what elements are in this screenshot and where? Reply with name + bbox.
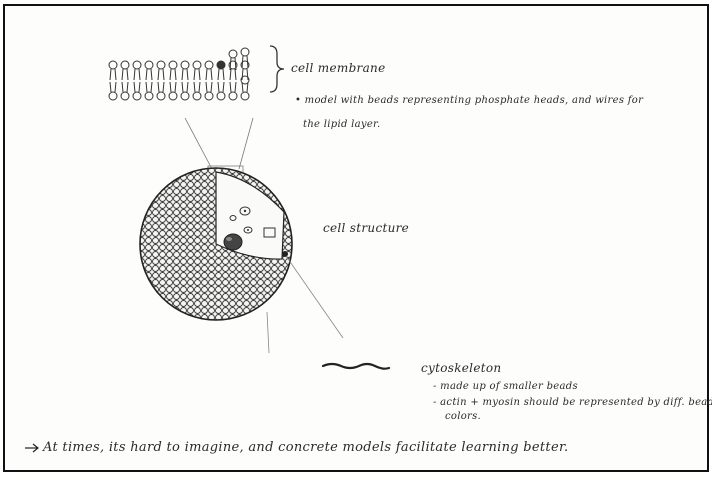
phospholipid-molecule-part <box>110 82 116 92</box>
phospholipid-molecule-part <box>206 82 212 92</box>
cytoskeleton-note-line-3: colors. <box>445 411 481 422</box>
phospholipid-molecule-part <box>134 69 140 80</box>
phospholipid-molecule-part <box>133 61 141 69</box>
phospholipid-molecule-part <box>133 92 141 100</box>
phospholipid-molecule-part <box>169 61 177 69</box>
phospholipid-molecule-part <box>122 69 128 80</box>
phospholipid-molecule-part <box>110 69 116 80</box>
phospholipid-molecule-part <box>158 69 164 80</box>
cytoskeleton-note-line-1: - made up of smaller beads <box>433 381 578 392</box>
phospholipid-molecule-part <box>229 92 237 100</box>
phospholipid-molecule-part <box>181 61 189 69</box>
phospholipid-molecule-part <box>217 92 225 100</box>
conclusion-text: At times, its hard to imagine, and concr… <box>43 440 568 455</box>
phospholipid-molecule-part <box>230 82 236 92</box>
phospholipid-molecule-part <box>157 61 165 69</box>
phospholipid-molecule-part <box>182 82 188 92</box>
phospholipid-molecule-part <box>230 69 236 80</box>
phospholipid-molecule-part <box>169 92 177 100</box>
phospholipid-molecule-part <box>194 82 200 92</box>
phospholipid-molecule-part <box>121 61 129 69</box>
phospholipid-molecule-part <box>134 82 140 92</box>
phospholipid-molecule-part <box>194 69 200 80</box>
phospholipid-molecule-part <box>241 92 249 100</box>
phospholipid-molecule-part <box>241 48 249 56</box>
phospholipid-molecule-part <box>242 56 248 68</box>
phospholipid-molecule-part <box>121 92 129 100</box>
phospholipid-molecule-part <box>217 61 225 69</box>
membrane-note-line-2: the lipid layer. <box>303 119 381 130</box>
phospholipid-molecule-part <box>242 69 248 80</box>
phospholipid-molecule-part <box>170 69 176 80</box>
phospholipid-molecule-part <box>205 92 213 100</box>
sketch-page: cell membrane • model with beads represe… <box>3 4 709 472</box>
phospholipid-bilayer-sketch <box>109 48 249 100</box>
membrane-note-line-1: • model with beads representing phosphat… <box>295 95 643 106</box>
cell-sphere <box>140 168 292 320</box>
phospholipid-molecule-part <box>145 61 153 69</box>
cytoskeleton-filament-sketch <box>323 364 389 369</box>
phospholipid-molecule-part <box>206 69 212 80</box>
label-cell-membrane: cell membrane <box>291 62 385 75</box>
zoom-guide-lines <box>185 118 253 172</box>
phospholipid-molecule-part <box>146 69 152 80</box>
phospholipid-molecule-part <box>218 69 224 80</box>
label-cytoskeleton: cytoskeleton <box>421 362 501 375</box>
label-cell-structure: cell structure <box>323 222 409 235</box>
phospholipid-molecule-part <box>218 82 224 92</box>
phospholipid-molecule-part <box>170 82 176 92</box>
curly-brace-icon <box>270 46 284 92</box>
phospholipid-molecule-part <box>109 92 117 100</box>
phospholipid-molecule-part <box>158 82 164 92</box>
phospholipid-molecule-part <box>229 50 237 58</box>
phospholipid-molecule-part <box>193 61 201 69</box>
phospholipid-molecule-part <box>182 69 188 80</box>
phospholipid-molecule-part <box>122 82 128 92</box>
cytoskeleton-note-line-2: - actin + myosin should be represented b… <box>433 397 712 408</box>
phospholipid-molecule-part <box>205 61 213 69</box>
phospholipid-molecule-part <box>181 92 189 100</box>
phospholipid-molecule-part <box>157 92 165 100</box>
arrow-bullet-icon <box>25 444 38 452</box>
phospholipid-molecule-part <box>193 92 201 100</box>
phospholipid-molecule-part <box>146 82 152 92</box>
phospholipid-molecule-part <box>145 92 153 100</box>
phospholipid-molecule-part <box>109 61 117 69</box>
